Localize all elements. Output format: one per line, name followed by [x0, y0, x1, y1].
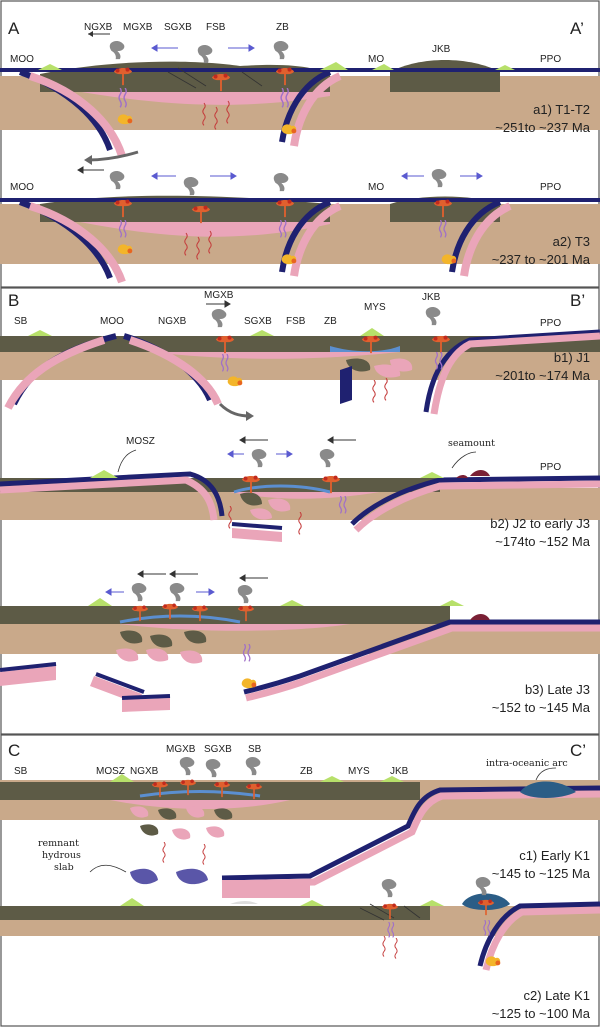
label-seamount: seamount	[448, 438, 495, 449]
label-ppo-b1: PPO	[540, 318, 561, 329]
label-ngxb-c1: NGXB	[130, 766, 159, 777]
stage-code-b1: b1) J1	[554, 350, 590, 365]
labels-a1: A A’ NGXB MGXB SGXB FSB ZB MOO MO JKB PP…	[8, 19, 591, 135]
label-jkb-c1: JKB	[390, 766, 409, 777]
label-remnant-3: slab	[54, 862, 74, 873]
panel-letter-b-end: B’	[570, 291, 585, 310]
labels-b1: B B’ SB MOO MGXB NGXB SGXB FSB ZB MYS JK…	[8, 290, 591, 383]
label-sgxb-b1: SGXB	[244, 316, 272, 327]
label-mosz-c1: MOSZ	[96, 766, 125, 777]
stage-age-a2: ~237 to ~201 Ma	[492, 252, 591, 267]
label-ngxb: NGXB	[84, 22, 113, 33]
stage-code-a2: a2) T3	[553, 234, 590, 249]
label-sb-c1: SB	[14, 766, 28, 777]
panel-letter-b: B	[8, 291, 19, 310]
stage-age-a1: ~251to ~237 Ma	[495, 120, 590, 135]
panel-letter-c-end: C’	[570, 741, 586, 760]
stage-age-c2: ~125 to ~100 Ma	[492, 1006, 591, 1021]
section-c1	[0, 757, 600, 898]
stage-age-c1: ~145 to ~125 Ma	[492, 866, 591, 881]
section-c2	[0, 877, 600, 971]
label-intra-oceanic-arc: intra-oceanic arc	[486, 758, 568, 769]
label-jkb: JKB	[432, 44, 451, 55]
label-moo-b1: MOO	[100, 316, 124, 327]
stage-code-c2: c2) Late K1	[524, 988, 591, 1003]
label-sb2-c1: SB	[248, 744, 262, 755]
label-remnant-2: hydrous	[42, 850, 81, 861]
label-ppo: PPO	[540, 54, 561, 65]
stage-age-b1: ~201to ~174 Ma	[495, 368, 590, 383]
label-mosz-b2: MOSZ	[126, 436, 155, 447]
section-a1	[0, 31, 600, 165]
label-fsb-b1: FSB	[286, 316, 306, 327]
label-remnant-1: remnant	[38, 838, 79, 849]
stage-code-b3: b3) Late J3	[525, 682, 590, 697]
label-mgxb-b1: MGXB	[204, 290, 234, 301]
stage-age-b2: ~174to ~152 Ma	[495, 534, 590, 549]
labels-b3: b3) Late J3 ~152 to ~145 Ma	[492, 682, 591, 715]
label-zb-b1: ZB	[324, 316, 337, 327]
labels-c1: C C’ SB MOSZ NGXB MGXB SGXB SB ZB MYS JK…	[8, 741, 591, 881]
label-sgxb-c1: SGXB	[204, 744, 232, 755]
panel-letter-c: C	[8, 741, 20, 760]
label-mys-b1: MYS	[364, 302, 386, 313]
label-moo: MOO	[10, 54, 34, 65]
label-moo-a2: MOO	[10, 182, 34, 193]
labels-a2: MOO MO PPO a2) T3 ~237 to ~201 Ma	[10, 182, 591, 267]
section-b3	[0, 570, 600, 712]
panel-letter-a: A	[8, 19, 20, 38]
section-b2	[0, 436, 600, 542]
label-fsb: FSB	[206, 22, 226, 33]
panel-frame-a	[0, 0, 600, 288]
stage-code-b2: b2) J2 to early J3	[490, 516, 590, 531]
label-mo: MO	[368, 54, 384, 65]
section-a2	[0, 166, 600, 284]
label-zb: ZB	[276, 22, 289, 33]
label-mo-a2: MO	[368, 182, 384, 193]
stage-code-c1: c1) Early K1	[519, 848, 590, 863]
label-mys-c1: MYS	[348, 766, 370, 777]
stage-code-a1: a1) T1-T2	[533, 102, 590, 117]
panel-letter-a-end: A’	[570, 19, 584, 38]
label-mgxb: MGXB	[123, 22, 153, 33]
panel-frame-c	[0, 734, 600, 1027]
label-sb-b1: SB	[14, 316, 28, 327]
labels-c2: c2) Late K1 ~125 to ~100 Ma	[492, 988, 591, 1021]
section-b1	[0, 300, 600, 421]
label-ngxb-b1: NGXB	[158, 316, 187, 327]
label-ppo-b2: PPO	[540, 462, 561, 473]
label-jkb-b1: JKB	[422, 292, 441, 303]
label-zb-c1: ZB	[300, 766, 313, 777]
label-mgxb-c1: MGXB	[166, 744, 196, 755]
label-sgxb: SGXB	[164, 22, 192, 33]
labels-b2: MOSZ seamount PPO b2) J2 to early J3 ~17…	[126, 436, 591, 549]
stage-age-b3: ~152 to ~145 Ma	[492, 700, 591, 715]
label-ppo-a2: PPO	[540, 182, 561, 193]
